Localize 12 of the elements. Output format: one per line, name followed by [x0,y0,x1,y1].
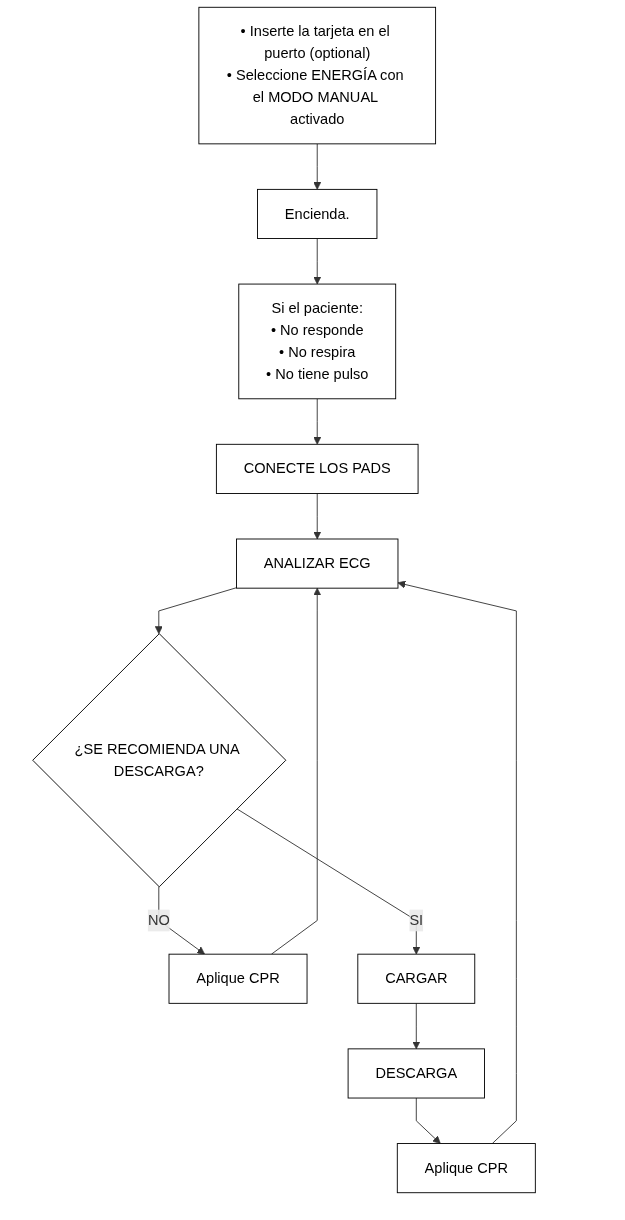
node-box: • Inserte la tarjeta en el puerto (optional) • Seleccione ENERGÍA con el MODO MANUAL activado [198,6,437,145]
node-box: Encienda. [257,188,378,239]
node-box: CARGAR [357,953,476,1004]
node-box: Aplique CPR [168,953,308,1004]
node-diamond: ¿SE RECOMIENDA UNA DESCARGA? [32,633,287,888]
node-box: ANALIZAR ECG [236,538,399,589]
node-box: CONECTE LOS PADS [215,443,419,494]
node-box: DESCARGA [347,1048,485,1099]
node-box: Aplique CPR [396,1143,536,1194]
node-box: Si el paciente: • No responde • No respira • No tiene pulso [238,283,397,400]
edge-label: SI [409,912,424,928]
edge-label: NO [147,912,170,928]
